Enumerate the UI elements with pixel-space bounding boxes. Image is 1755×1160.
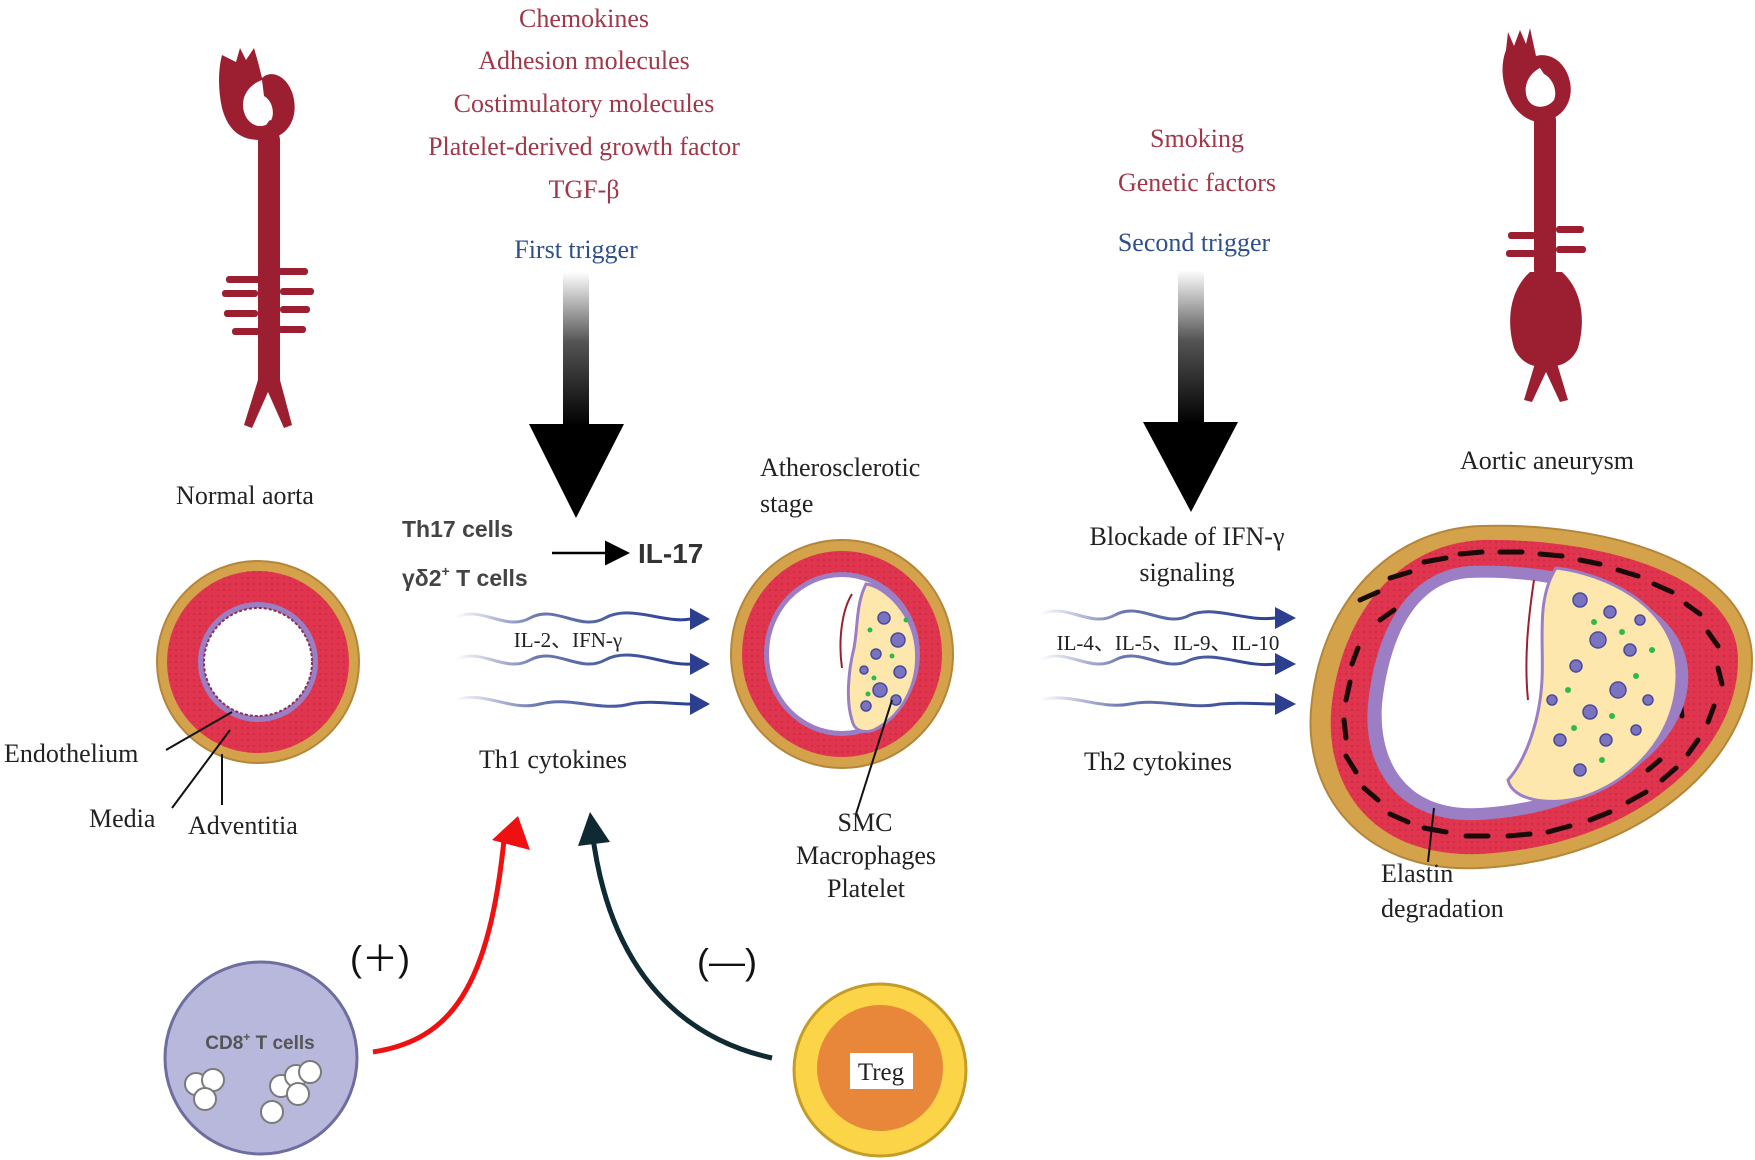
blockade-line2: signaling bbox=[1139, 558, 1234, 587]
th1-cytokines-list: IL-2、IFN-γ bbox=[514, 628, 622, 652]
plaque-platelet: Platelet bbox=[827, 874, 906, 903]
factor-genetic: Genetic factors bbox=[1118, 168, 1276, 197]
elastin-label-line1: Elastin bbox=[1381, 859, 1453, 888]
th1-arrow-heads bbox=[690, 608, 710, 715]
plaque-leader bbox=[855, 699, 893, 815]
cd8-label: CD8+ T cells bbox=[205, 1030, 314, 1054]
normal-aorta-label: Normal aorta bbox=[176, 481, 314, 510]
athero-label-line2: stage bbox=[760, 489, 813, 518]
second-trigger-label: Second trigger bbox=[1118, 228, 1271, 257]
normal-aorta-cross-section bbox=[156, 560, 360, 764]
media-label: Media bbox=[89, 804, 156, 833]
th2-cytokines-label: Th2 cytokines bbox=[1084, 747, 1232, 776]
th1-cytokine-arrows bbox=[454, 611, 691, 708]
gamma-delta-t-cells-label: γδ2+ T cells bbox=[402, 563, 528, 591]
negative-sign: (—) bbox=[697, 941, 757, 982]
athero-label-line1: Atherosclerotic bbox=[760, 453, 920, 482]
blockade-line1: Blockade of IFN-γ bbox=[1090, 522, 1285, 551]
cd8-t-cell: CD8+ T cells bbox=[163, 960, 359, 1156]
normal-aorta-illustration bbox=[219, 48, 314, 428]
plaque-macrophages: Macrophages bbox=[796, 841, 936, 870]
aneurysm-cross-section bbox=[1309, 524, 1754, 870]
second-trigger-factors: Smoking Genetic factors bbox=[1118, 124, 1276, 197]
negative-arrow-head bbox=[578, 812, 610, 846]
factor-tgf-beta: TGF-β bbox=[548, 175, 619, 204]
second-trigger-arrow bbox=[1143, 270, 1238, 512]
first-trigger-arrow bbox=[529, 272, 624, 518]
treg-cell: Treg bbox=[792, 982, 968, 1158]
factor-smoking: Smoking bbox=[1150, 124, 1244, 153]
th2-cytokines-list: IL-4、IL-5、IL-9、IL-10 bbox=[1057, 631, 1280, 655]
elastin-leader bbox=[1427, 807, 1435, 863]
th2-arrow-heads bbox=[1275, 607, 1296, 715]
layer-leaders bbox=[165, 711, 233, 809]
treg-label: Treg bbox=[858, 1059, 905, 1086]
th1-cytokines-label: Th1 cytokines bbox=[479, 745, 627, 774]
treg-label-box bbox=[850, 1053, 913, 1089]
aneurysm-aorta-illustration bbox=[1502, 28, 1586, 402]
negative-regulation-arrow bbox=[589, 829, 773, 1061]
plaque-components: SMC Macrophages Platelet bbox=[796, 808, 936, 903]
plaque-smc: SMC bbox=[838, 808, 893, 837]
first-trigger-label: First trigger bbox=[514, 235, 638, 264]
aneurysm-label: Aortic aneurysm bbox=[1460, 446, 1634, 475]
adventitia-label: Adventitia bbox=[188, 811, 298, 840]
positive-sign: (＋) bbox=[350, 938, 410, 979]
th17-cells-label: Th17 cells bbox=[402, 516, 513, 542]
factor-pdgf: Platelet-derived growth factor bbox=[428, 132, 740, 161]
factor-chemokines: Chemokines bbox=[519, 4, 649, 33]
positive-regulation-arrow bbox=[372, 829, 508, 1055]
factor-costimulatory-molecules: Costimulatory molecules bbox=[454, 89, 715, 118]
positive-arrow-head bbox=[492, 816, 530, 850]
elastin-label-line2: degradation bbox=[1381, 894, 1504, 923]
th2-cytokine-arrows bbox=[1039, 609, 1276, 708]
factor-adhesion-molecules: Adhesion molecules bbox=[478, 46, 690, 75]
first-trigger-factors: Chemokines Adhesion molecules Costimulat… bbox=[428, 4, 740, 204]
atherosclerotic-cross-section bbox=[730, 539, 954, 769]
endothelium-label: Endothelium bbox=[4, 739, 138, 768]
il17-label: IL-17 bbox=[638, 538, 703, 569]
